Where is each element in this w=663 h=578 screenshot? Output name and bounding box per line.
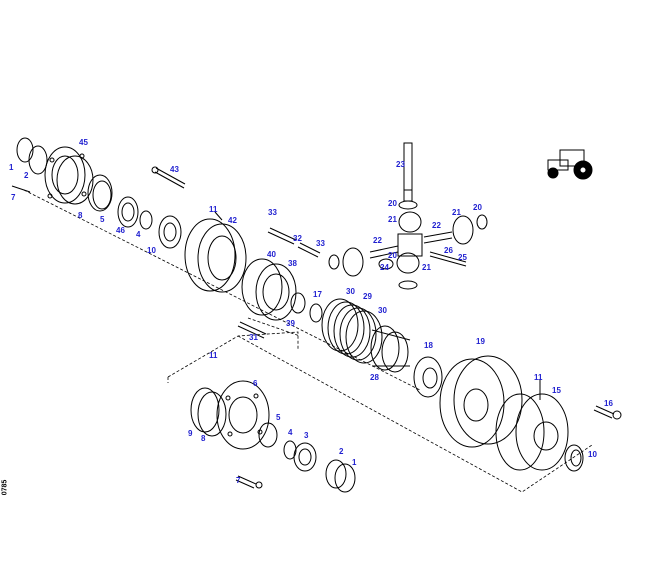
bolt-43 xyxy=(151,166,186,189)
part-number-label: 21 xyxy=(388,215,397,224)
part-number-label: 22 xyxy=(432,221,441,230)
part-number-label: 21 xyxy=(452,208,461,217)
part-number-label: 8 xyxy=(78,211,83,220)
part-number-label: 7 xyxy=(236,476,241,485)
part-number-label: 5 xyxy=(100,215,105,224)
part-number-label: 23 xyxy=(396,160,405,169)
part-number-label: 11 xyxy=(534,373,543,382)
part-number-label: 11 xyxy=(209,351,218,360)
part-number-label: 20 xyxy=(388,199,397,208)
clutch-drum xyxy=(241,258,323,323)
part-number-label: 20 xyxy=(388,251,397,260)
gear-18 xyxy=(413,356,443,398)
diff-case-15 xyxy=(495,380,569,471)
part-number-label: 19 xyxy=(476,337,485,346)
part-number-label: 33 xyxy=(316,239,325,248)
drawing-code: 0785 xyxy=(1,479,9,496)
part-number-label: 2 xyxy=(339,447,344,456)
part-number-label: 30 xyxy=(378,306,387,315)
part-number-label: 5 xyxy=(276,413,281,422)
part-number-label: 29 xyxy=(363,292,372,301)
part-number-label: 32 xyxy=(293,234,302,243)
part-number-label: 33 xyxy=(268,208,277,217)
part-number-label: 43 xyxy=(170,165,179,174)
part-number-label: 1 xyxy=(352,458,357,467)
differential-assembly xyxy=(328,142,488,290)
part-number-label: 17 xyxy=(313,290,322,299)
part-number-label: 4 xyxy=(288,428,293,437)
part-number-label: 4 xyxy=(136,230,141,239)
part-number-label: 40 xyxy=(267,250,276,259)
part-number-label: 20 xyxy=(473,203,482,212)
part-number-label: 30 xyxy=(346,287,355,296)
part-number-label: 7 xyxy=(11,193,16,202)
part-number-label: 2 xyxy=(24,171,29,180)
part-number-label: 46 xyxy=(116,226,125,235)
part-number-label: 10 xyxy=(588,450,597,459)
tractor-icon xyxy=(547,149,593,180)
pins xyxy=(237,227,321,339)
part-number-label: 45 xyxy=(79,138,88,147)
part-number-label: 10 xyxy=(147,246,156,255)
part-number-label: 18 xyxy=(424,341,433,350)
part-number-label: 1 xyxy=(9,163,14,172)
part-number-label: 11 xyxy=(209,205,218,214)
bolt-16 xyxy=(593,405,622,420)
part-number-label: 38 xyxy=(288,259,297,268)
part-number-label: 3 xyxy=(304,431,309,440)
part-number-label: 8 xyxy=(201,434,206,443)
ring-gear-19 xyxy=(439,355,523,448)
part-number-label: 28 xyxy=(370,373,379,382)
assembly-outline xyxy=(23,189,593,493)
part-number-label: 39 xyxy=(286,319,295,328)
part-number-label: 21 xyxy=(422,263,431,272)
part-number-label: 16 xyxy=(604,399,613,408)
planet-carrier-42 xyxy=(184,211,247,293)
bearing-10 xyxy=(564,444,584,472)
part-number-label: 42 xyxy=(228,216,237,225)
part-number-label: 31 xyxy=(249,333,258,342)
lower-hub-assembly xyxy=(190,380,356,493)
part-number-label: 26 xyxy=(444,246,453,255)
part-number-label: 9 xyxy=(188,429,193,438)
upper-hub-assembly xyxy=(11,137,182,249)
part-number-label: 6 xyxy=(253,379,258,388)
part-number-label: 25 xyxy=(458,253,467,262)
clutch-discs xyxy=(321,298,383,364)
part-number-label: 15 xyxy=(552,386,561,395)
bevel-gear-28 xyxy=(370,325,411,373)
part-number-label: 22 xyxy=(373,236,382,245)
part-number-label: 24 xyxy=(380,263,389,272)
